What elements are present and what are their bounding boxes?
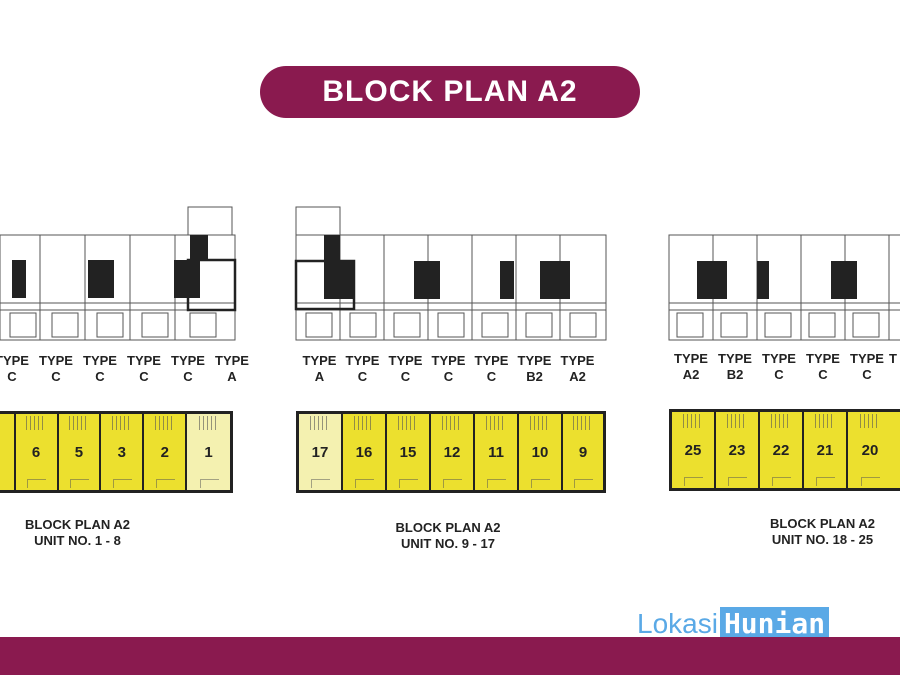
unit-cell: 22: [760, 412, 804, 488]
unit-cell: 10: [519, 414, 563, 490]
facade-elevation-1: [0, 206, 237, 341]
unit-cell: 2: [144, 414, 188, 490]
unit-cell: 12: [431, 414, 475, 490]
unit-cell: 16: [343, 414, 387, 490]
unit-cell: 23: [716, 412, 760, 488]
page-title: BLOCK PLAN A2: [260, 66, 640, 118]
facade-elevation-2: [294, 206, 607, 341]
unit-cell: 17: [299, 414, 343, 490]
unit-cell: 5: [59, 414, 102, 490]
type-label: T: [889, 351, 897, 366]
footer-bar: [0, 637, 900, 675]
unit-cell: 1: [187, 414, 231, 490]
unit-cell: 9: [563, 414, 603, 490]
facade-elevation-3: [668, 234, 900, 341]
unit-cell: 25: [672, 412, 716, 488]
unit-cell: 15: [387, 414, 431, 490]
floor-plan-1: 6 5 3 2 1: [0, 411, 233, 493]
unit-cell: 21: [804, 412, 848, 488]
floor-plan-3: 25 23 22 21 20: [669, 409, 900, 491]
unit-cell: 11: [475, 414, 519, 490]
unit-cell: 20: [848, 412, 892, 488]
unit-partial: [0, 414, 16, 490]
unit-cell: 6: [16, 414, 59, 490]
unit-cell: 3: [101, 414, 145, 490]
floor-plan-2: 17 16 15 12 11 10 9: [296, 411, 606, 493]
